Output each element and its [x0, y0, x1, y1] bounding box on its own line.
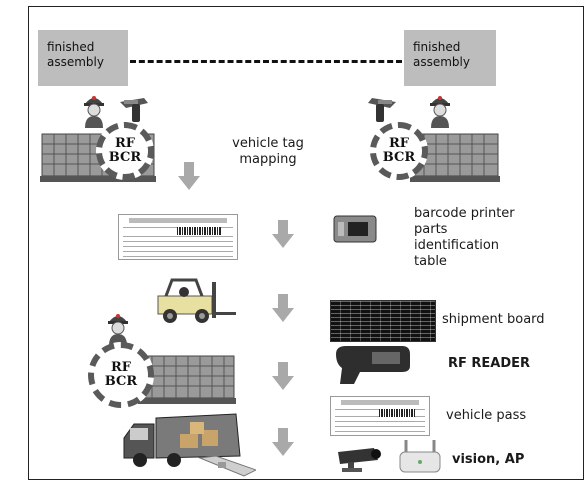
- finished-assembly-label-right: finished assembly: [413, 40, 470, 69]
- rf-label: RF: [114, 136, 136, 151]
- finished-assembly-box-right: finished assembly: [404, 30, 496, 86]
- parts-identification-document: [118, 214, 238, 260]
- barcode-printer-label: barcode printer: [414, 206, 515, 221]
- forklift-icon: [157, 278, 236, 323]
- table-label: table: [414, 254, 447, 269]
- worker-helmet-icon: [108, 314, 128, 346]
- down-arrow-icon: [272, 294, 294, 322]
- shipment-board-screen: [330, 300, 436, 342]
- vehicle-tag-mapping-label: vehicle tag mapping: [232, 136, 304, 167]
- cctv-camera-icon: [338, 448, 381, 472]
- worker-helmet-icon: [84, 96, 104, 128]
- vision-ap-label: vision, AP: [452, 452, 525, 467]
- finished-assembly-label-left: finished assembly: [47, 40, 104, 69]
- wire-cage-pallet-icon: [138, 355, 236, 404]
- worker-helmet-icon: [430, 96, 450, 128]
- rf-bcr-badge-middle: RF BCR: [88, 342, 154, 408]
- shipment-board-label: shipment board: [442, 312, 545, 327]
- wireless-access-point-icon: [399, 440, 441, 473]
- bcr-label: BCR: [108, 150, 142, 165]
- bcr-label: BCR: [382, 150, 416, 165]
- rf-reader-device-icon: [336, 346, 410, 384]
- down-arrow-icon: [272, 362, 294, 390]
- bcr-label: BCR: [104, 374, 138, 389]
- finished-assembly-box-left: finished assembly: [38, 30, 128, 86]
- rf-bcr-badge-top-right: RF BCR: [370, 122, 428, 180]
- vehicle-pass-document: [330, 396, 430, 436]
- rf-reader-label: RF READER: [448, 356, 531, 371]
- connector-dashed-line: [130, 60, 402, 63]
- vehicle-pass-label: vehicle pass: [446, 408, 527, 423]
- down-arrow-icon: [178, 162, 200, 190]
- rf-label: RF: [388, 136, 410, 151]
- down-arrow-icon: [272, 220, 294, 248]
- identification-label: identification: [414, 238, 500, 253]
- rf-label: RF: [110, 360, 132, 375]
- rf-bcr-badge-top-left: RF BCR: [96, 122, 154, 180]
- delivery-truck-icon: [123, 413, 256, 477]
- down-arrow-icon: [272, 428, 294, 456]
- handheld-scanner-icon: [120, 98, 148, 122]
- parts-label: parts: [414, 222, 448, 237]
- handheld-scanner-icon: [368, 98, 396, 122]
- barcode-printer-label-group: barcode printer parts identification tab…: [414, 206, 574, 270]
- barcode-printer-icon: [333, 215, 377, 243]
